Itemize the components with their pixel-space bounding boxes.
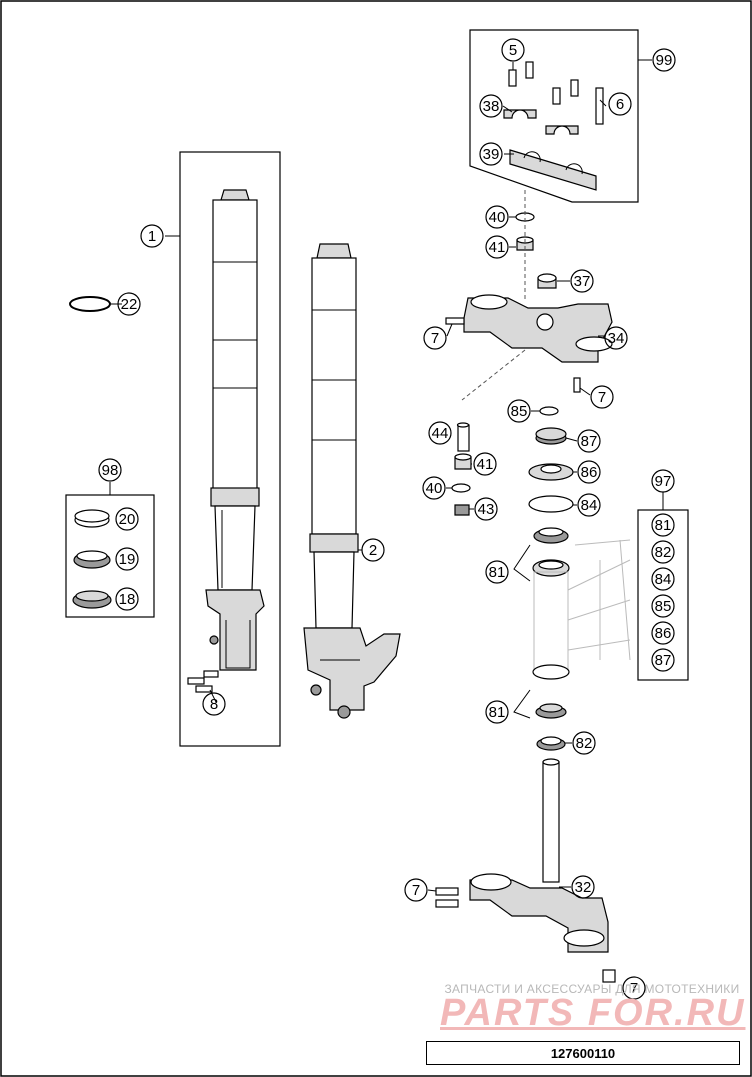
- o-ring-22: [69, 296, 111, 312]
- callout-43: 43: [478, 501, 495, 518]
- pin-44: [457, 424, 470, 452]
- callout-32: 32: [575, 879, 592, 896]
- callout-8: 8: [210, 696, 218, 713]
- steering-bearing-stack: [528, 406, 574, 577]
- kit-99: [469, 29, 652, 203]
- callout-7d: 7: [630, 980, 638, 997]
- callout-99: 99: [656, 52, 673, 69]
- callout-82a: 82: [576, 735, 593, 752]
- callout-40a: 40: [489, 209, 506, 226]
- callout-81b: 81: [489, 704, 506, 721]
- callout-38: 38: [483, 98, 500, 115]
- callout-84b: 84: [655, 571, 672, 588]
- callout-1: 1: [148, 228, 156, 245]
- callout-37: 37: [574, 273, 591, 290]
- watermark-logo: PARTS FOR.RU: [440, 992, 746, 1034]
- callout-39: 39: [483, 146, 500, 163]
- callouts: 1 2 5 6 7 7 7 7 8 18 19 20 22 32 34 37 3…: [98, 38, 676, 1000]
- callout-97: 97: [655, 473, 672, 490]
- callout-85a: 85: [511, 403, 528, 420]
- callout-98: 98: [102, 462, 119, 479]
- callout-40b: 40: [426, 480, 443, 497]
- kit-98: [65, 482, 155, 618]
- callout-6: 6: [616, 96, 624, 113]
- callout-7a: 7: [431, 330, 439, 347]
- fork-leg-left: [165, 151, 281, 747]
- reference-number: 127600110: [550, 1045, 616, 1061]
- upper-triple-clamp-34: [445, 294, 613, 393]
- callout-86a: 86: [581, 464, 598, 481]
- callout-81a: 81: [489, 564, 506, 581]
- callout-20: 20: [119, 511, 136, 528]
- callout-18: 18: [119, 591, 136, 608]
- reference-number-box: 127600110: [426, 1041, 740, 1065]
- callout-85b: 85: [655, 598, 672, 615]
- watermark-caption: ЗАПЧАСТИ И АКСЕССУАРЫ ДЛЯ МОТОТЕХНИКИ: [444, 982, 740, 996]
- fork-leg-left-group-box: [179, 151, 281, 747]
- callout-22: 22: [121, 296, 138, 313]
- callout-7b: 7: [598, 389, 606, 406]
- callout-7c: 7: [412, 882, 420, 899]
- callout-81c: 81: [655, 517, 672, 534]
- callout-86b: 86: [655, 625, 672, 642]
- leader-lines: [110, 62, 607, 892]
- callout-19: 19: [119, 551, 136, 568]
- callout-87b: 87: [655, 652, 672, 669]
- callout-41a: 41: [489, 239, 506, 256]
- callout-82b: 82: [655, 544, 672, 561]
- callout-5: 5: [509, 42, 517, 59]
- lower-triple-clamp-32: [435, 758, 616, 983]
- callout-84a: 84: [581, 497, 598, 514]
- callout-34: 34: [608, 330, 625, 347]
- fork-leg-right: [303, 243, 401, 719]
- callout-41b: 41: [477, 456, 494, 473]
- callout-87a: 87: [581, 433, 598, 450]
- callout-44: 44: [432, 425, 449, 442]
- callout-2: 2: [369, 542, 377, 559]
